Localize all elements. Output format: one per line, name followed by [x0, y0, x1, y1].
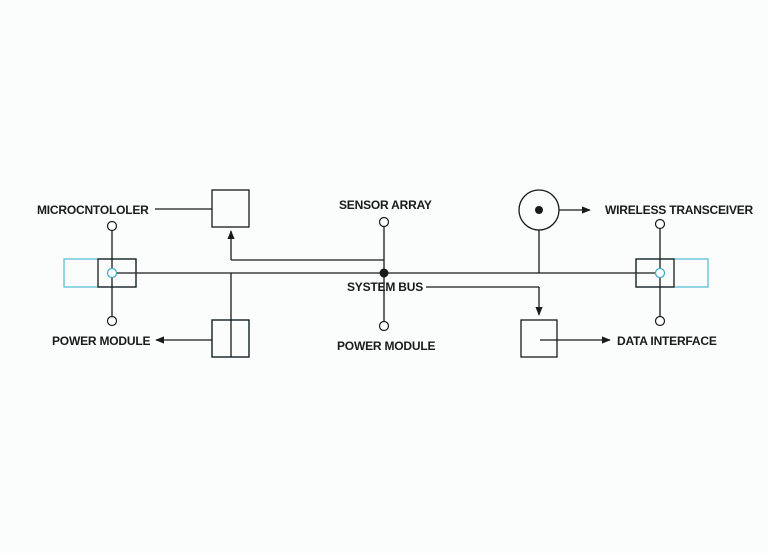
left-top-node — [106, 220, 118, 232]
center-top-node — [378, 216, 390, 228]
right-top-node — [654, 218, 666, 230]
sensor-array-label: SENSOR ARRAY — [339, 198, 432, 212]
microcontroller-label: MICROCNTOLOLER — [37, 203, 149, 217]
right-bottom-node — [654, 315, 666, 327]
left-bus-terminal-box — [97, 258, 137, 288]
system-bus-junction — [379, 268, 389, 278]
center-bottom-node — [378, 320, 390, 332]
power-module-left-label: POWER MODULE — [52, 334, 150, 348]
transceiver-center-dot — [535, 206, 543, 214]
right-bus-node — [654, 267, 666, 279]
left-bottom-node — [106, 315, 118, 327]
left-bus-node — [106, 267, 118, 279]
power-module-center-label: POWER MODULE — [337, 339, 435, 353]
wireless-transceiver-label: WIRELESS TRANSCEIVER — [605, 203, 754, 217]
microcontroller-box — [211, 189, 250, 228]
system-bus-label: SYSTEM BUS — [347, 280, 423, 294]
right-bus-terminal-box — [635, 258, 675, 288]
data-interface-box — [520, 319, 558, 358]
data-interface-label: DATA INTERFACE — [617, 334, 717, 348]
